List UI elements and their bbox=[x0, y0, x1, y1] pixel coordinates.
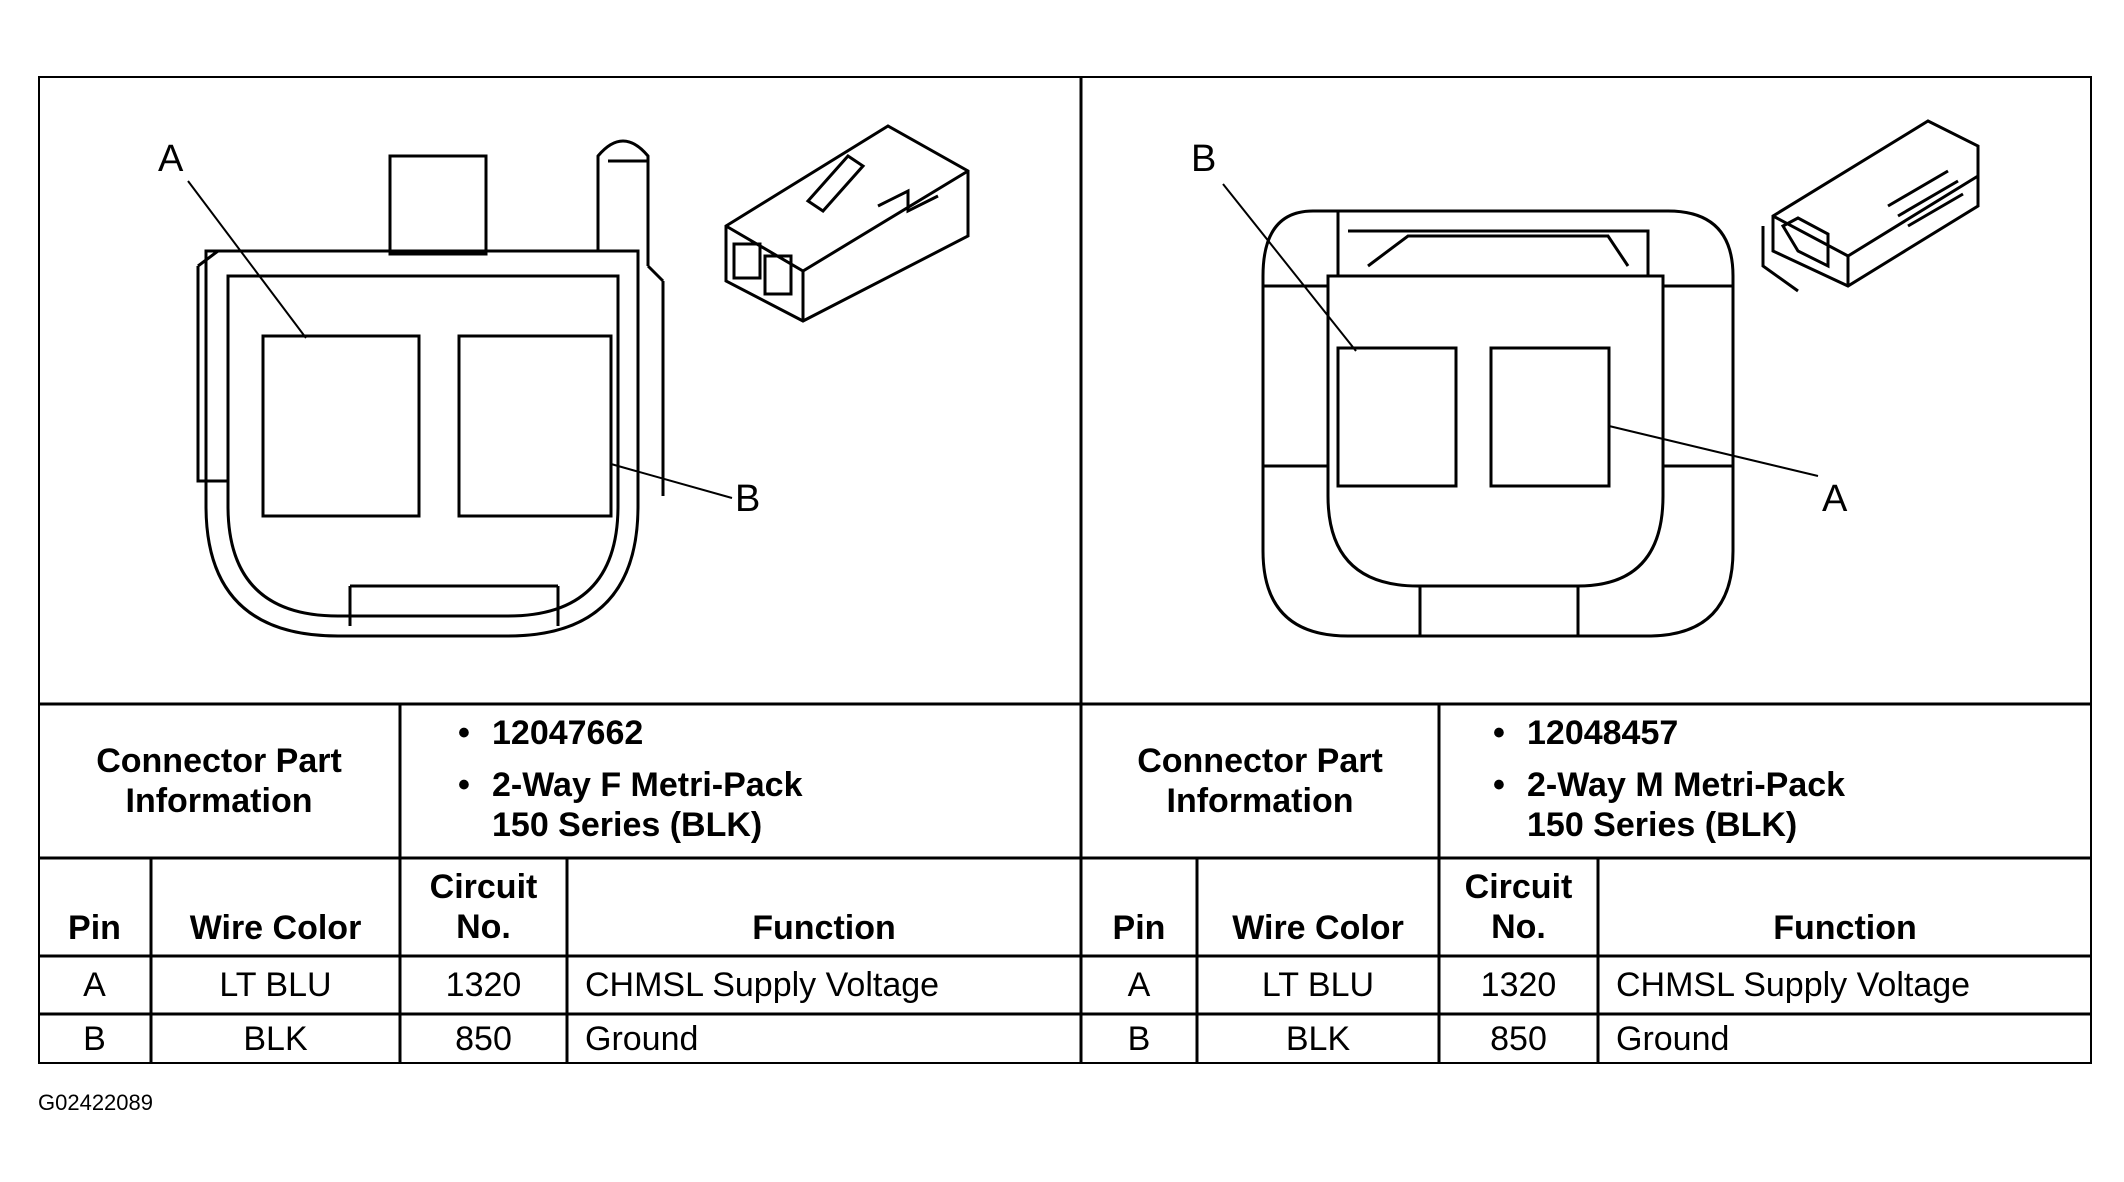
right-col-function: Function bbox=[1773, 909, 1917, 947]
right-part-number: 12048457 bbox=[1527, 714, 1679, 752]
left-row-a-wire-color: LT BLU bbox=[219, 965, 332, 1004]
left-connector-iso bbox=[724, 124, 970, 323]
right-callout-a: A bbox=[1822, 478, 1848, 520]
left-row-b-pin: B bbox=[83, 1019, 106, 1058]
right-col-pin: Pin bbox=[1112, 909, 1166, 947]
right-row-b-wire-color: BLK bbox=[1285, 1019, 1351, 1058]
left-row-a-pin: A bbox=[83, 965, 106, 1004]
left-row-a-function: CHMSL Supply Voltage bbox=[585, 965, 940, 1004]
right-description-line2: 150 Series (BLK) bbox=[1527, 806, 1798, 844]
right-row-a-function: CHMSL Supply Voltage bbox=[1616, 965, 1971, 1004]
right-row-b-circuit: 850 bbox=[1490, 1019, 1547, 1058]
left-col-circuit: Circuit No. bbox=[429, 868, 538, 946]
right-row-a-wire-color: LT BLU bbox=[1261, 965, 1375, 1004]
right-connector-face bbox=[1222, 183, 1819, 638]
left-connector-face bbox=[187, 139, 733, 638]
right-row-a-pin: A bbox=[1127, 965, 1151, 1004]
left-description-line1: 2-Way F Metri-Pack bbox=[492, 766, 803, 804]
left-row-b-wire-color: BLK bbox=[243, 1019, 308, 1058]
right-row-b-function: Ground bbox=[1616, 1019, 1730, 1058]
right-part-info-label: Connector Part Information bbox=[1137, 742, 1383, 820]
right-col-wire-color: Wire Color bbox=[1232, 909, 1404, 947]
right-row-a-circuit: 1320 bbox=[1480, 965, 1557, 1004]
left-col-function: Function bbox=[752, 909, 896, 947]
left-row-b-function: Ground bbox=[585, 1019, 699, 1058]
left-description-line2: 150 Series (BLK) bbox=[492, 806, 763, 844]
right-description-line1: 2-Way M Metri-Pack bbox=[1527, 766, 1846, 804]
figure-id: G02422089 bbox=[38, 1090, 153, 1115]
left-col-pin: Pin bbox=[68, 909, 121, 947]
diagram-linework bbox=[38, 76, 2092, 1064]
left-part-number: 12047662 bbox=[492, 714, 644, 752]
left-part-info-label: Connector Part Information bbox=[96, 742, 342, 820]
left-row-b-circuit: 850 bbox=[455, 1019, 512, 1058]
left-row-a-circuit: 1320 bbox=[445, 965, 522, 1004]
right-col-circuit: Circuit No. bbox=[1464, 868, 1573, 946]
connector-diagram: A B B A Connector Part Information •1204… bbox=[38, 76, 2092, 1064]
left-part-info-list: •12047662 •2-Way F Metri-Pack 150 Series… bbox=[458, 714, 803, 844]
left-callout-a: A bbox=[158, 138, 184, 180]
right-row-b-pin: B bbox=[1127, 1019, 1151, 1058]
right-callout-b: B bbox=[1191, 138, 1217, 180]
right-connector-iso bbox=[1761, 119, 1980, 293]
left-callout-b: B bbox=[735, 478, 761, 520]
right-part-info-list: •12048457 •2-Way M Metri-Pack 150 Series… bbox=[1493, 714, 1846, 844]
left-col-wire-color: Wire Color bbox=[189, 909, 362, 947]
